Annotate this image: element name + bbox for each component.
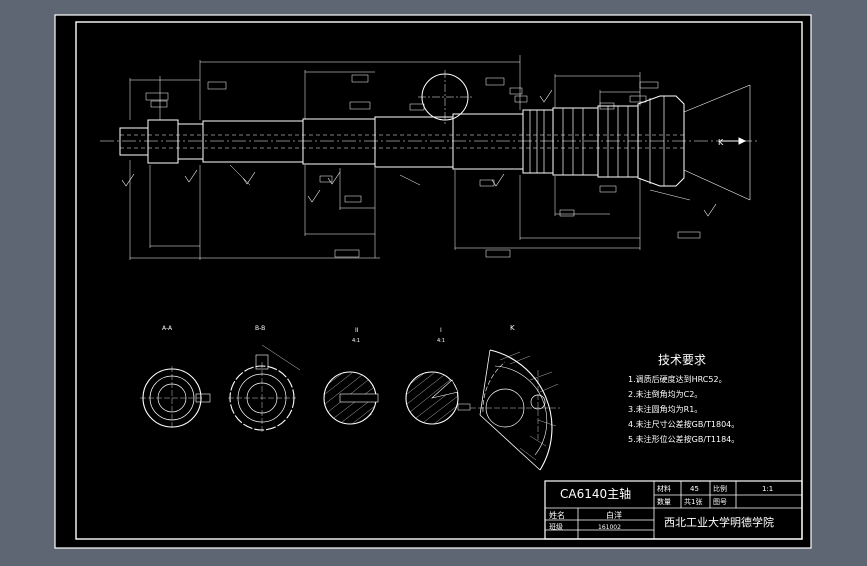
k-view-arrow-label: K [718, 138, 724, 147]
section-i-view [405, 371, 471, 425]
sheet-inner-frame [75, 21, 803, 540]
material-value: 45 [690, 485, 699, 493]
section-label-aa: A-A [162, 325, 173, 332]
name-value: 白洋 [606, 510, 622, 520]
tech-req-1: 1.调质后硬度达到HRC52。 [628, 374, 727, 384]
qty-label: 数量 [657, 497, 671, 506]
section-aa-view [140, 366, 211, 430]
spindle-main-view [100, 70, 760, 201]
scale-label: 比例 [713, 484, 727, 493]
drawing-no-label: 图号 [713, 498, 727, 506]
section-label-bb: B-B [255, 325, 265, 332]
tech-req-4: 4.未注尺寸公差按GB/T1804。 [628, 419, 739, 429]
title-block [544, 480, 803, 540]
roughness-symbols [121, 89, 717, 217]
sheet-outer-border [54, 14, 812, 549]
section-label-k: K [510, 324, 515, 332]
tech-requirements: 技术要求 1.调质后硬度达到HRC52。 2.未注倒角均为C2。 3.未注圆角均… [628, 353, 739, 444]
section-k-view [470, 349, 560, 471]
section-label-i: I [440, 327, 442, 334]
flange-head [637, 95, 685, 187]
class-label: 班级 [549, 522, 563, 531]
section-label-ii-scale: 4:1 [352, 338, 360, 344]
tech-req-5: 5.未注形位公差按GB/T1184。 [628, 434, 739, 444]
tech-req-2: 2.未注倒角均为C2。 [628, 389, 702, 399]
class-value: 161002 [598, 524, 621, 531]
spline-grooves [529, 96, 665, 186]
section-ii-view [323, 371, 379, 425]
tech-requirements-heading: 技术要求 [658, 353, 706, 367]
tech-req-3: 3.未注圆角均为R1。 [628, 404, 702, 414]
scale-value: 1:1 [762, 485, 773, 493]
institution-name: 西北工业大学明德学院 [664, 515, 774, 529]
section-label-ii: II [355, 327, 359, 334]
dimension-lines [129, 55, 691, 260]
drawing-title: CA6140主轴 [560, 486, 631, 501]
material-label: 材料 [657, 484, 671, 493]
qty-value: 共1张 [684, 497, 702, 506]
section-bb-view [228, 344, 301, 434]
tolerance-frames [145, 74, 701, 258]
section-label-i-scale: 4:1 [437, 338, 445, 344]
name-label: 姓名 [549, 510, 565, 520]
